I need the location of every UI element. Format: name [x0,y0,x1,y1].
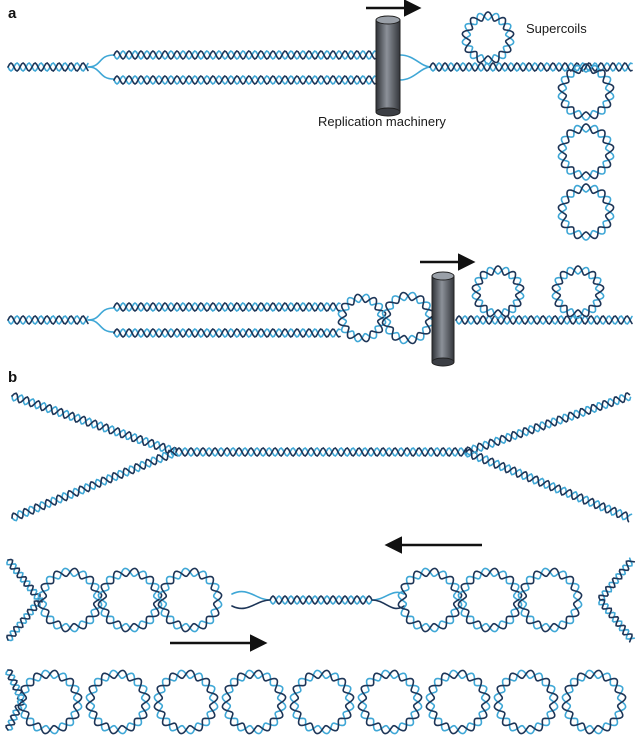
catenane-loop [153,669,219,735]
daughter-duplex-lower [113,74,377,86]
parental-duplex-right [455,314,633,326]
daughter-duplex-lower [113,327,341,339]
parental-duplex-left [7,61,89,73]
single-strand [231,599,271,610]
replication-fork [87,66,115,80]
daughter-duplex-upper [113,301,341,313]
replication-machinery-label: Replication machinery [318,114,446,129]
daughter-duplex-lower [113,74,377,86]
catenane-loop [85,669,151,735]
replication-fork [87,307,115,321]
parental-duplex-left [7,314,89,326]
replication-machinery-2 [431,271,455,367]
catenane-arm [7,597,41,642]
unreplicated-duplex [175,446,467,458]
supercoil-loop [557,63,615,120]
replication-fork [399,54,431,68]
catenane-loop [493,669,559,735]
catenane-loop [561,669,627,735]
daughter-duplex-upper [113,49,377,61]
supercoil-loop [551,265,605,318]
precatenane-loop [337,293,387,343]
precatenane-loop [37,567,103,633]
single-strand [231,590,271,601]
catenane-loop [17,669,83,735]
daughter-duplex-upper [113,301,341,313]
converging-arm [11,449,179,520]
replication-fork [87,319,115,333]
catenane-loop [221,669,287,735]
daughter-duplex-upper [113,49,377,61]
converging-arm [465,450,633,521]
precatenane-loop [517,567,583,633]
replication-machinery-1 [375,15,401,117]
converging-arm [465,448,630,523]
panel-label-a: a [8,5,17,22]
precatenane-loop [397,567,463,633]
precatenane-loop [97,567,163,633]
dna-strands [5,11,636,735]
supercoils-label: Supercoils [526,21,587,36]
catenane-arm [7,558,41,603]
precatenane-loop [337,293,387,343]
catenane-arm [599,598,633,643]
precatenane-loop [381,291,435,345]
unreplicated-duplex [269,594,373,606]
converging-arm [11,392,178,454]
supercoil-loop [461,11,515,64]
converging-arm [465,394,632,456]
parental-duplex-left [7,314,89,326]
catenane-arm [598,560,636,601]
replication-fork [87,54,115,68]
precatenane-loop [457,567,523,633]
supercoil-loop [557,123,615,180]
converging-arm [11,447,176,522]
replication-fork [399,66,431,81]
precatenane-loop [157,567,223,633]
supercoil-loop [557,183,615,240]
catenane-arm [598,599,636,640]
catenane-arm [6,600,44,641]
panel-label-b: b [8,369,17,386]
catenane-loop [289,669,355,735]
supercoil-loop [471,265,525,318]
parental-duplex-left [7,61,89,73]
parental-duplex-right [429,61,633,73]
converging-arm [465,392,631,454]
unreplicated-duplex [269,594,373,606]
catenane-loop [357,669,423,735]
converging-arm [11,394,177,456]
catenane-arm [599,557,633,602]
catenane-arm [6,559,44,600]
parental-duplex-right [455,314,633,326]
catenane-loop [425,669,491,735]
precatenane-loop [381,291,435,345]
daughter-duplex-lower [113,327,341,339]
